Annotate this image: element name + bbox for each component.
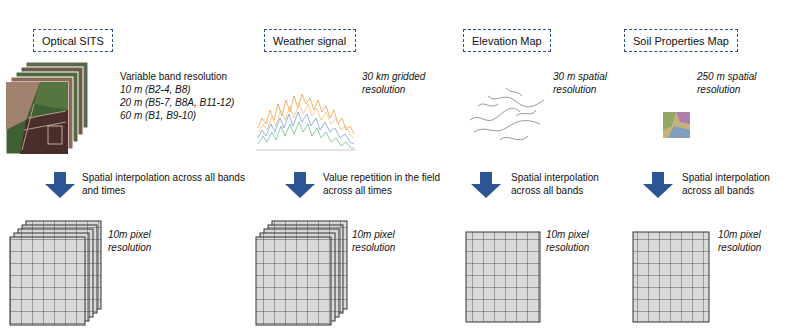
- step-note: Value repetition in the field across all…: [323, 171, 463, 197]
- step-note: Variable band resolution: [120, 70, 227, 83]
- step-note: Spatial interpolation across all bands a…: [82, 171, 247, 197]
- resolution-note: 60 m (B1, B9-10): [120, 109, 196, 122]
- resolution-note: 250 m spatial resolution: [697, 70, 779, 96]
- resolution-note: 10m pixel resolution: [352, 228, 412, 254]
- resolution-note: 30 m spatial resolution: [553, 70, 631, 96]
- pixel-grid: [466, 232, 540, 322]
- pixel-grid-stack: [10, 221, 101, 325]
- resolution-note: 30 km gridded resolution: [362, 70, 437, 96]
- resolution-note: 10m pixel resolution: [108, 228, 168, 254]
- dashed-title-box: Optical SITS: [33, 29, 113, 52]
- resolution-note: 10 m (B2-4, B8): [120, 83, 191, 96]
- box-title: Elevation Map: [472, 35, 542, 47]
- step-note: Spatial interpolation across all bands: [682, 171, 782, 197]
- resolution-note: 10m pixel resolution: [546, 228, 606, 254]
- down-arrow: [45, 172, 673, 198]
- contour-map: [470, 88, 544, 140]
- dashed-title-box: Elevation Map: [463, 29, 551, 52]
- soil-map: [663, 112, 690, 138]
- dashed-title-box: Weather signal: [264, 29, 356, 52]
- weather-chart: [256, 94, 356, 150]
- box-title: Weather signal: [273, 35, 346, 47]
- pixel-grid: [633, 232, 709, 322]
- box-title: Soil Properties Map: [633, 35, 729, 47]
- resolution-note: 20 m (B5-7, B8A, B11-12): [120, 96, 234, 109]
- pixel-grid-stack: [256, 221, 347, 325]
- box-title: Optical SITS: [42, 35, 104, 47]
- satellite-stack: [6, 62, 88, 154]
- step-note: Spatial interpolation across all bands: [511, 171, 631, 197]
- resolution-note: 10m pixel resolution: [718, 228, 778, 254]
- dashed-title-box: Soil Properties Map: [624, 29, 738, 52]
